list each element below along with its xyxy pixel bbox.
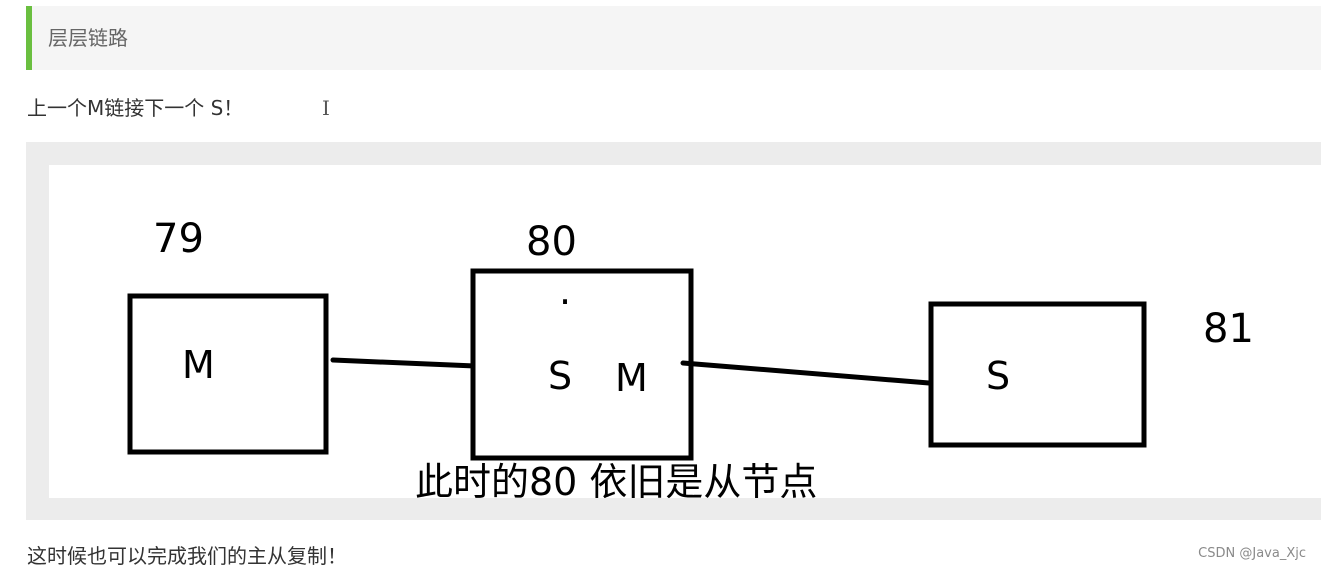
node-81-number: 81: [1203, 306, 1254, 352]
node-80-role-slave: S: [548, 354, 572, 398]
link-80-to-81: [680, 360, 932, 386]
node-80-marker: ·: [559, 280, 571, 324]
node-80-box: [470, 268, 694, 461]
intro-paragraph: 上一个M链接下一个 S！: [27, 96, 244, 120]
node-79-box: [127, 293, 329, 455]
node-79-number: 79: [153, 216, 204, 262]
node-80-number: 80: [526, 219, 577, 265]
section-heading-text: 层层链路: [48, 26, 128, 50]
diagram-caption: 此时的80 依旧是从节点: [415, 460, 817, 498]
node-81-role-slave: S: [986, 354, 1010, 398]
node-81-box: [928, 301, 1147, 448]
outro-paragraph: 这时候也可以完成我们的主从复制！: [27, 544, 347, 568]
section-heading: 层层链路: [26, 6, 1321, 70]
text-cursor-icon: I: [322, 96, 330, 120]
replication-diagram: 79 M 80 · S M 81 S 此时的80 依旧是从节点: [49, 165, 1321, 498]
link-79-to-80: [330, 357, 478, 369]
watermark: CSDN @Java_Xjc: [1198, 546, 1306, 561]
node-79-role-master: M: [182, 343, 215, 387]
node-80-role-master: M: [615, 356, 648, 400]
